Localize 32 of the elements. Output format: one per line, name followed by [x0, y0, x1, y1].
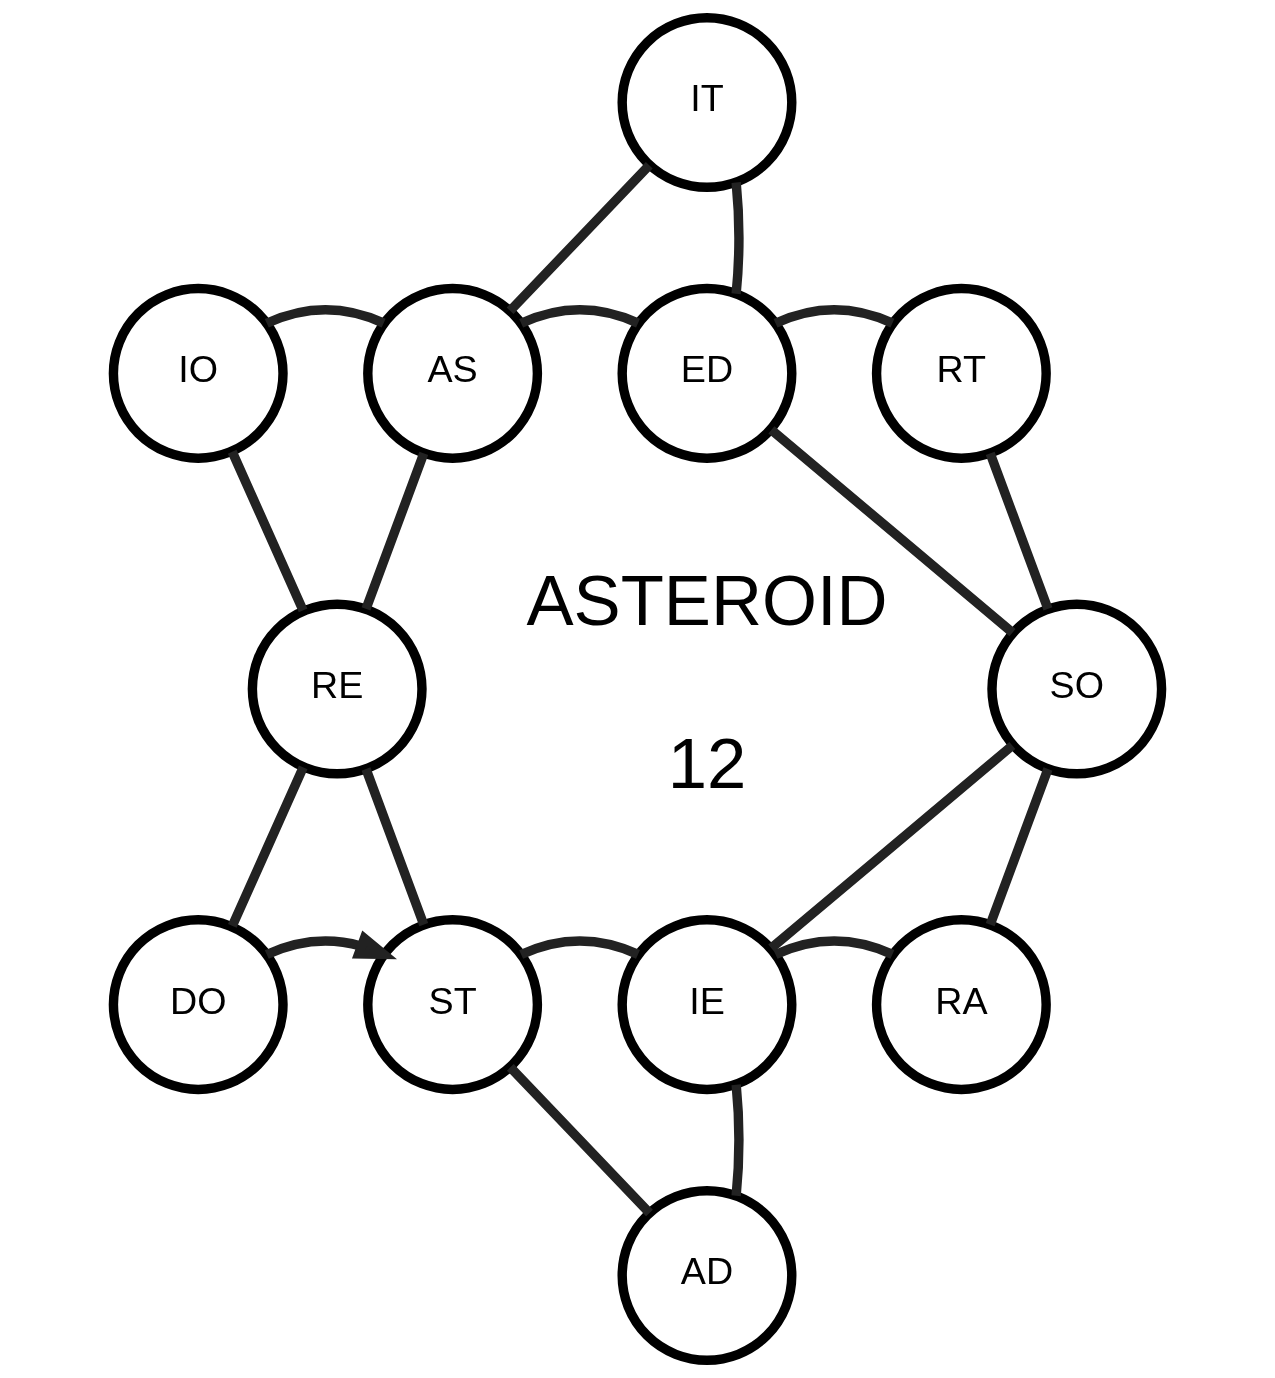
node-circle: ED	[617, 283, 797, 463]
connector	[768, 741, 1016, 952]
connector	[768, 426, 1016, 637]
arrow	[264, 930, 397, 960]
connector	[773, 936, 895, 959]
connector	[506, 1064, 653, 1217]
node-circle: DO	[108, 915, 288, 1095]
connector	[361, 767, 429, 927]
node-circle: IE	[617, 915, 797, 1095]
node-circle: RA	[871, 915, 1051, 1095]
node-circle: IT	[617, 13, 797, 192]
node-circle: RE	[247, 599, 427, 779]
connector	[506, 162, 653, 315]
node-circle: IO	[108, 283, 288, 463]
node-circle: AS	[363, 283, 543, 463]
label: 12	[667, 723, 747, 803]
connector	[228, 765, 308, 928]
label: ASTEROID	[526, 561, 888, 641]
connector	[519, 936, 640, 959]
node-circle: RT	[871, 283, 1051, 463]
connector	[773, 305, 895, 328]
connector	[227, 449, 308, 613]
connector	[731, 1084, 744, 1197]
connector	[519, 305, 640, 328]
connector	[985, 767, 1053, 927]
node-circle: SO	[987, 599, 1167, 779]
connector	[985, 451, 1053, 611]
node-circle: ST	[363, 915, 543, 1095]
connector	[264, 305, 386, 328]
connector	[361, 451, 429, 611]
connector	[731, 182, 744, 295]
node-circle: AD	[617, 1186, 797, 1365]
